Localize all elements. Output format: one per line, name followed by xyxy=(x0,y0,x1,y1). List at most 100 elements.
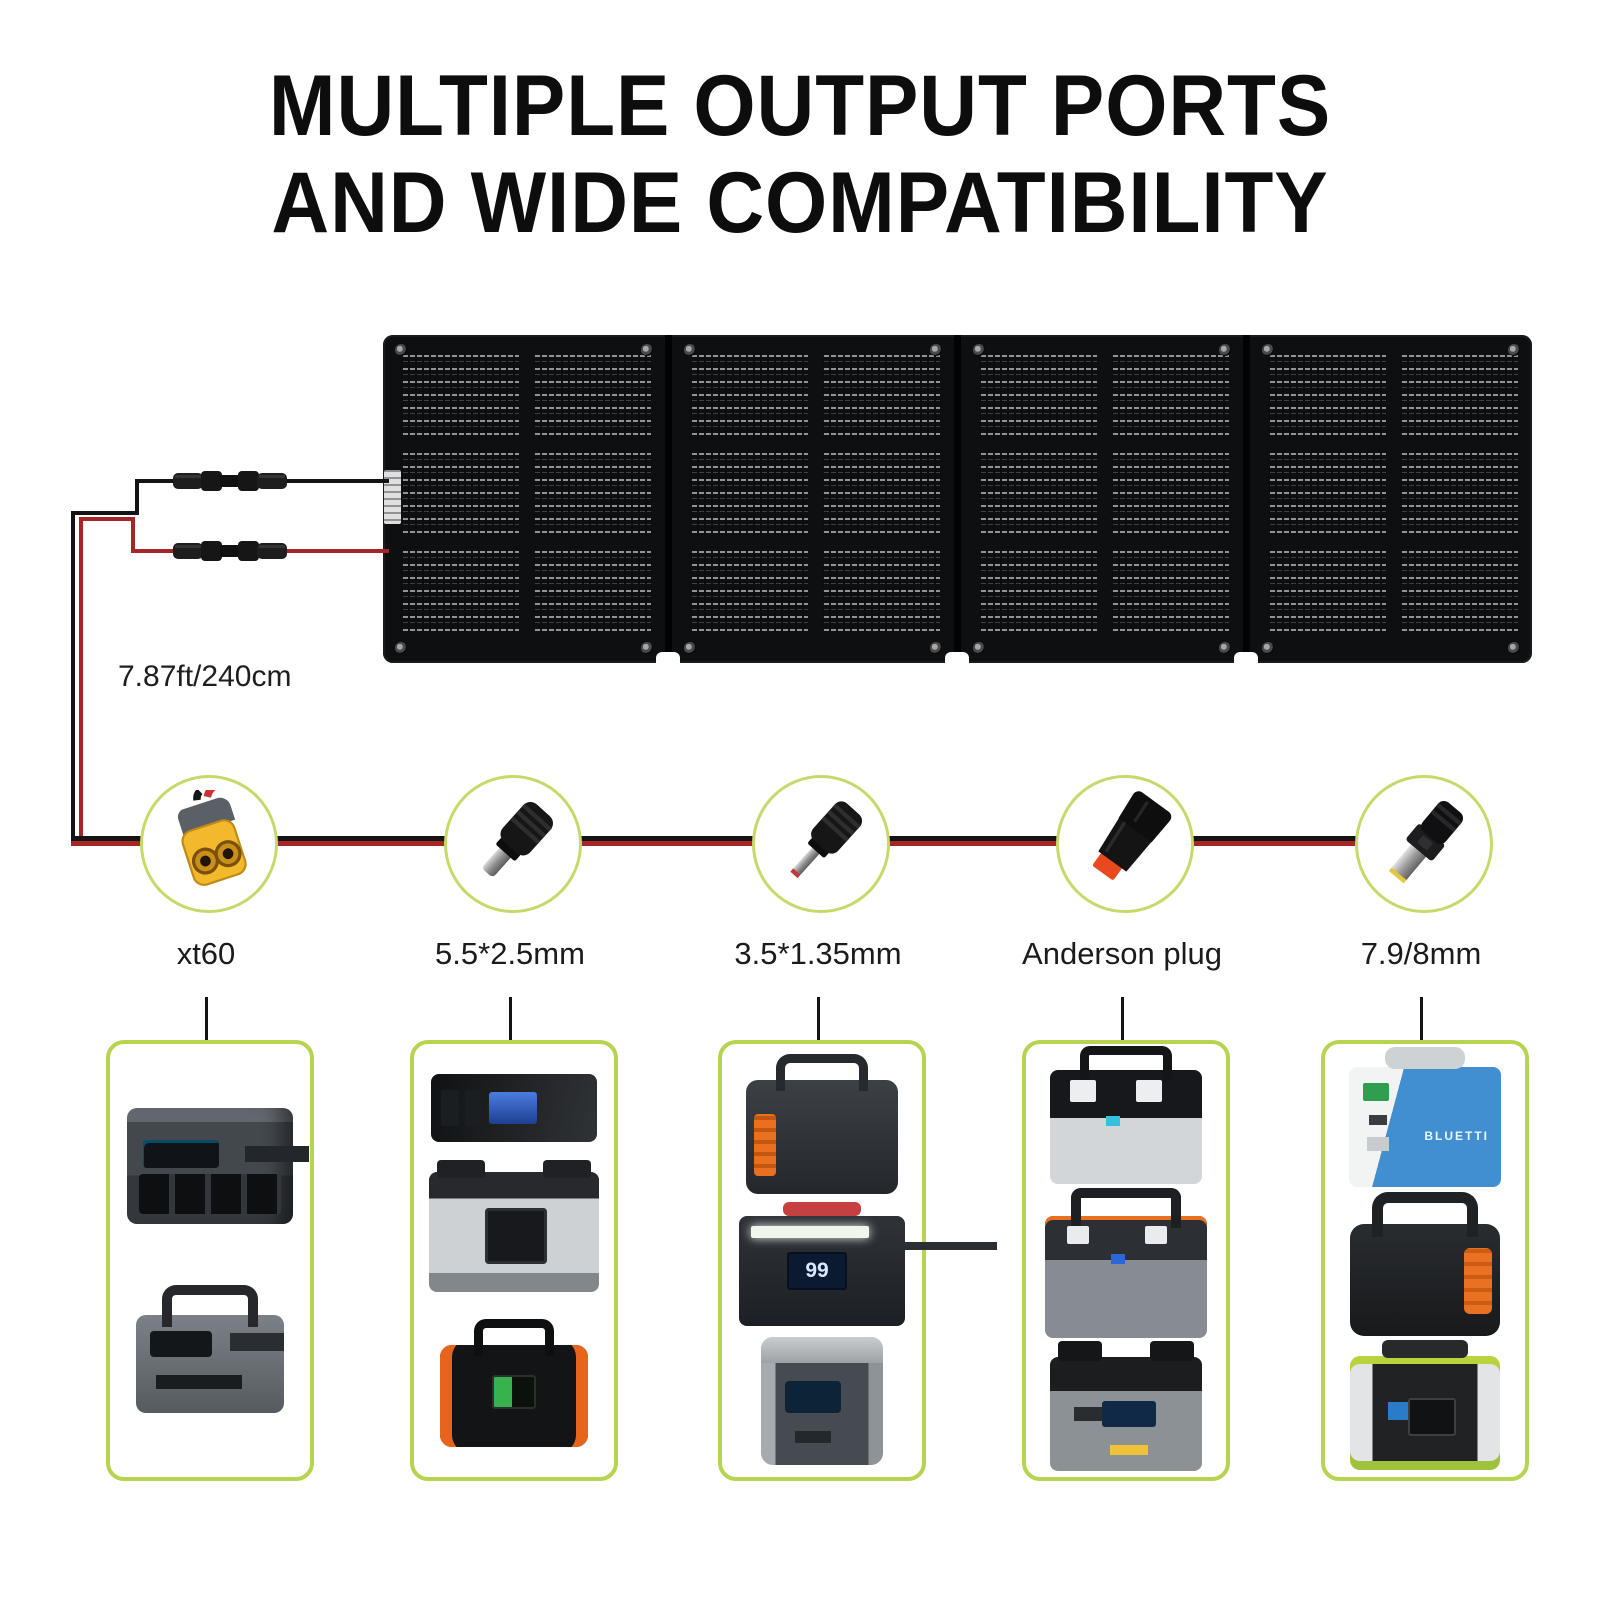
panel-grommet xyxy=(1219,344,1231,356)
solar-cell-block xyxy=(1268,551,1386,635)
connector-label-dc-5.5x2.5: 5.5*2.5mm xyxy=(435,936,585,971)
wire-red-vertical xyxy=(79,517,83,846)
solar-cell-block xyxy=(533,551,651,635)
connector-circle-dc-5.5x2.5 xyxy=(444,775,582,913)
compatible-devices-box-dc-7.9x8: BLUETTI xyxy=(1321,1040,1529,1481)
connector-circle-anderson xyxy=(1056,775,1194,913)
connector-pointer-line-dc-5.5x2.5 xyxy=(509,997,512,1040)
title-line-1: MULTIPLE OUTPUT PORTS xyxy=(268,58,1332,154)
power-station-dark-gray-allpowers xyxy=(127,1108,293,1225)
solar-cell-block xyxy=(533,355,651,439)
panel-grommet xyxy=(684,344,696,356)
panel-fold-seam xyxy=(1243,335,1250,663)
solar-cell-block xyxy=(1111,551,1229,635)
panel-grommet xyxy=(1508,642,1520,654)
dc-5.5x2.5-connector-icon xyxy=(483,802,553,877)
title-line-2: AND WIDE COMPATIBILITY xyxy=(271,155,1329,251)
page-title: MULTIPLE OUTPUT PORTS AND WIDE COMPATIBI… xyxy=(0,58,1600,252)
power-station-orange-vent-handle xyxy=(746,1053,898,1194)
panel-hinge-notch xyxy=(945,652,969,664)
solar-cell-block xyxy=(822,551,940,635)
panel-grommet xyxy=(641,344,653,356)
panel-grommet xyxy=(1262,642,1274,654)
solar-cell-block xyxy=(690,453,808,537)
solar-cell-block xyxy=(1400,551,1518,635)
panel-grommet xyxy=(1219,642,1231,654)
panel-grommet xyxy=(1262,344,1274,356)
dc-3.5x1.35-connector-icon xyxy=(790,801,863,879)
anderson-plug-icon xyxy=(1092,791,1172,880)
power-station-black-white-green xyxy=(1350,1340,1500,1471)
solar-cell-block xyxy=(690,355,808,439)
power-station-bluetti-blue-display: BLUETTI xyxy=(1424,1128,1489,1143)
connector-label-anderson: Anderson plug xyxy=(1022,936,1222,971)
power-station-flashfish-black-orange xyxy=(440,1319,588,1448)
compatible-devices-box-dc-5.5x2.5 xyxy=(410,1040,618,1481)
solar-cell-block xyxy=(401,355,519,439)
panel-hinge-notch xyxy=(1234,652,1258,664)
solar-cell-block xyxy=(1400,355,1518,439)
wire-black-corner xyxy=(135,479,139,514)
panel-hinge-notch xyxy=(656,652,680,664)
panel-grommet xyxy=(930,344,942,356)
wire-black-vertical xyxy=(71,511,75,841)
solar-panel xyxy=(383,335,1532,664)
solar-cell-block xyxy=(690,551,808,635)
wire-red-corner xyxy=(131,519,135,553)
solar-cell-block xyxy=(1268,453,1386,537)
solar-cell-block xyxy=(1111,453,1229,537)
connector-pointer-line-dc-3.5x1.35 xyxy=(817,997,820,1040)
wire-black-horizontal-2 xyxy=(71,511,139,515)
panel-grommet xyxy=(973,344,985,356)
power-station-gray-top-handle xyxy=(136,1284,284,1413)
power-station-somada-led: 99 xyxy=(739,1201,905,1326)
solar-cell-block xyxy=(401,551,519,635)
cable-length-label: 7.87ft/240cm xyxy=(118,660,292,693)
connector-label-dc-3.5x1.35: 3.5*1.35mm xyxy=(734,936,902,971)
solar-cell-block xyxy=(533,453,651,537)
connector-circle-xt60 xyxy=(140,775,278,913)
dc-7.9x8-connector-icon xyxy=(1388,800,1464,884)
connector-label-xt60: xt60 xyxy=(176,936,236,971)
connector-circle-dc-7.9x8 xyxy=(1355,775,1493,913)
compatible-devices-box-anderson xyxy=(1022,1040,1230,1481)
connector-label-dc-7.9x8: 7.9/8mm xyxy=(1360,936,1482,971)
power-station-somada-led-display: 99 xyxy=(787,1251,847,1290)
panel-grommet xyxy=(684,642,696,654)
wire-red-horizontal-2 xyxy=(79,517,135,521)
power-station-silver-dual-handle xyxy=(429,1159,599,1292)
solar-cell-block xyxy=(1400,453,1518,537)
solar-cell-block xyxy=(1268,355,1386,439)
solar-cell-block xyxy=(979,551,1097,635)
solar-cell-block xyxy=(822,453,940,537)
panel-grommet xyxy=(641,642,653,654)
panel-junction-box xyxy=(384,470,401,524)
panel-grommet xyxy=(395,344,407,356)
solar-cell-block xyxy=(401,453,519,537)
panel-grommet xyxy=(1508,344,1520,356)
power-station-gray-orange-stripe-handle xyxy=(1045,1187,1207,1338)
panel-grommet xyxy=(973,642,985,654)
power-station-gray-tower xyxy=(761,1337,883,1466)
wire-black-red-band xyxy=(71,836,1421,846)
panel-grommet xyxy=(395,642,407,654)
connector-circle-dc-3.5x1.35 xyxy=(752,775,890,913)
solar-cell-block xyxy=(1111,355,1229,439)
connector-pointer-line-xt60 xyxy=(205,997,208,1040)
solar-cell-block xyxy=(822,355,940,439)
compatible-devices-box-dc-3.5x1.35: 99 xyxy=(718,1040,926,1481)
mc4-connector-red-wire xyxy=(173,541,287,561)
panel-grommet xyxy=(930,642,942,654)
wireless-charging-power-bank xyxy=(431,1073,597,1142)
panel-fold-seam xyxy=(954,335,961,663)
solar-cell-block xyxy=(979,355,1097,439)
xt60-connector-icon xyxy=(177,790,247,886)
connector-pointer-line-anderson xyxy=(1121,997,1124,1040)
power-station-silver-black-top-outlets xyxy=(1050,1045,1202,1184)
solar-cell-block xyxy=(979,453,1097,537)
power-station-black-orange-handle xyxy=(1350,1191,1500,1336)
compatible-devices-box-xt60 xyxy=(106,1040,314,1481)
power-station-diamond-plate-top xyxy=(1050,1341,1202,1472)
power-station-bluetti-blue: BLUETTI xyxy=(1349,1046,1501,1187)
